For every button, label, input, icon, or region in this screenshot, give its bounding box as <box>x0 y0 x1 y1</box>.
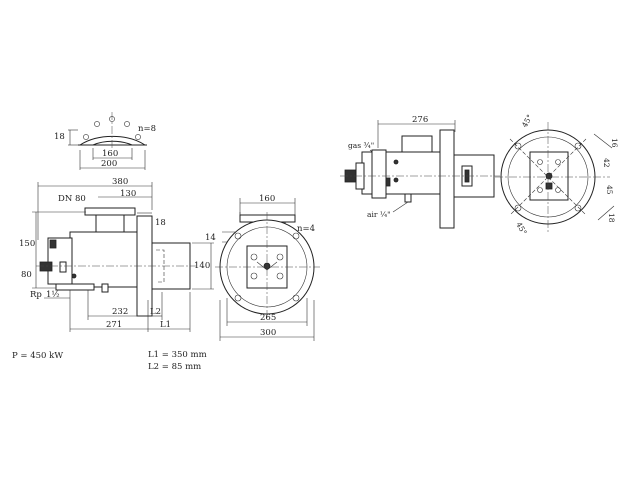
front-flange-thickness-label: 14 <box>205 233 216 243</box>
rp-label: Rp <box>30 290 42 300</box>
l2-note: L2 = 85 mm <box>148 362 201 372</box>
burner-front-view: 160 14 n=4 265 300 <box>205 194 320 341</box>
plate-thickness-label: 18 <box>155 218 166 228</box>
length-276-label: 276 <box>412 115 428 125</box>
height-150-label: 150 <box>19 239 35 249</box>
front-bolt-count-label: n=4 <box>297 224 315 234</box>
l1-note: L1 = 350 mm <box>148 350 207 360</box>
tube-diameter-label: 140 <box>194 261 210 271</box>
length-271-label: 271 <box>106 320 122 330</box>
end-dim-42: 42 <box>602 158 611 168</box>
length-232-label: 232 <box>112 307 128 317</box>
bolt-count-label: n=8 <box>138 124 156 134</box>
flange-thickness-label: 18 <box>54 132 65 142</box>
height-80-label: 80 <box>21 270 32 280</box>
dn-label: DN 80 <box>58 194 86 204</box>
burner-right-side-view: 276 gas ¾" air ¼" <box>340 115 500 229</box>
air-label: air ¼" <box>367 210 391 219</box>
burner-end-view: 45° 16 42 45 18 45° <box>495 113 619 237</box>
front-pcd-label: 160 <box>259 194 275 204</box>
end-angle-bottom: 45° <box>514 221 529 237</box>
overall-length-label: 380 <box>112 177 128 187</box>
front-pcd265-label: 265 <box>260 313 276 323</box>
dn-offset-label: 130 <box>120 189 136 199</box>
flange-outer-label: 200 <box>101 159 117 169</box>
l2-label: L2 <box>150 307 161 317</box>
end-dim-45: 45 <box>605 185 614 195</box>
gas-label: gas ¾" <box>348 141 374 150</box>
end-dim-18: 18 <box>607 213 616 223</box>
top-flange-detail: 18 n=8 160 200 <box>54 112 156 170</box>
l1-label: L1 <box>160 320 171 330</box>
burner-side-view: 380 DN 80 130 18 150 80 1 <box>19 177 214 332</box>
flange-pcd-label: 160 <box>102 149 118 159</box>
rp-value: 1½ <box>46 289 60 300</box>
front-outer-label: 300 <box>260 328 276 338</box>
end-angle-top: 45° <box>520 113 535 129</box>
end-dim-16: 16 <box>610 138 619 148</box>
power-note: P = 450 kW <box>12 351 63 361</box>
